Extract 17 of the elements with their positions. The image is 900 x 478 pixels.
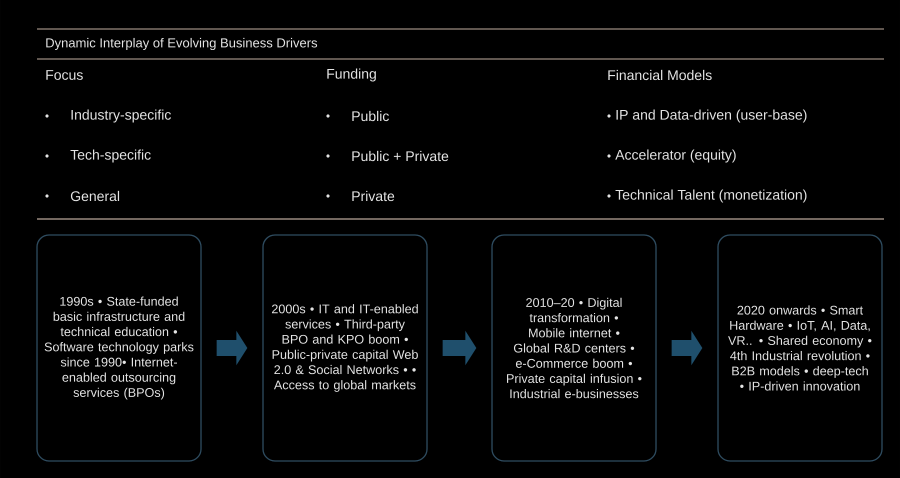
list-item: Tech-specific [45, 149, 151, 163]
column-header: Focus [46, 70, 83, 80]
column-header: Financial Models [608, 70, 712, 80]
period-box: 1990s • State-funded basic infrastructure and technical education • Software technology parks since 1990• Internet-enabled outsourcing services (BPOs) [36, 234, 202, 462]
list-item: General [45, 190, 120, 202]
list-item: IP and Data-driven (user-base) [607, 109, 806, 123]
period-box: 2000s • IT and IT-enabled services • Third-party BPO and KPO boom • Public-private capital Web 2.0 & Social Networks • • Access to global markets [262, 234, 428, 462]
list-item: Technical Talent (monetization) [607, 189, 806, 203]
column-header: Funding [327, 68, 376, 82]
period-box: 2020 onwards • Smart Hardware • IoT, AI, Data, VR.. • Shared economy • 4th Industrial revolution • B2B models • deep-tech • IP-driven innovation [717, 234, 883, 462]
list-item: Accelerator (equity) [607, 149, 736, 163]
list-item: Public + Private [326, 150, 448, 162]
list-item: Public [326, 110, 389, 122]
list-item: Private [326, 190, 394, 202]
period-box: 2010–20 • Digital transformation • Mobile internet • Global R&D centers • e-Commerce boom • Private capital infusion • Industrial e-businesses [491, 234, 657, 462]
list-item: Industry-specific [45, 109, 171, 123]
table-title: Dynamic Interplay of Evolving Business Drivers [46, 38, 318, 50]
